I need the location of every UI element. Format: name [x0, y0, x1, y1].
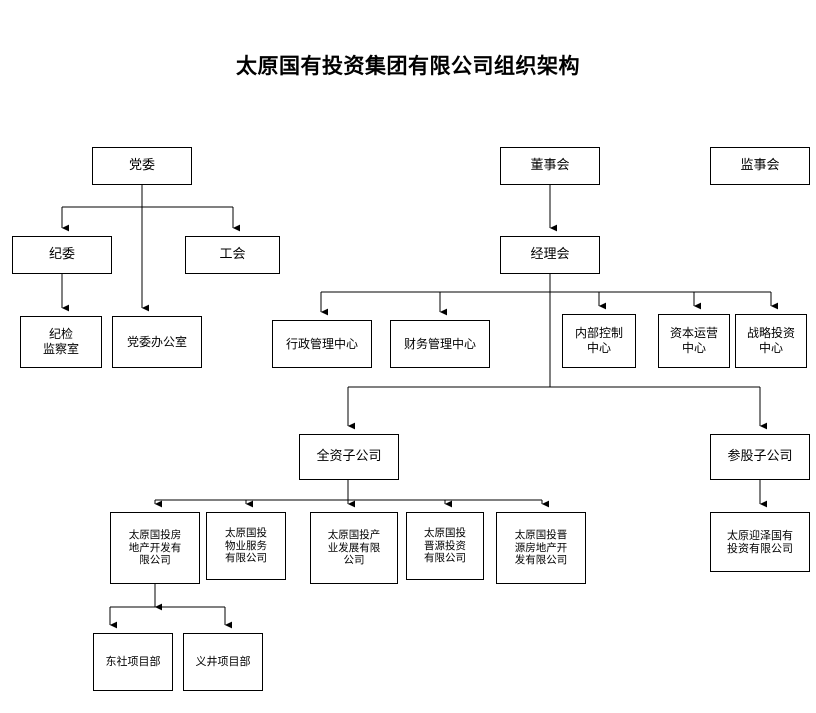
- node-label: 纪委: [48, 247, 75, 263]
- node-dangwei[interactable]: 党委: [92, 147, 192, 185]
- node-label: 财务管理中心: [403, 336, 476, 351]
- node-label: 全资子公司: [316, 449, 382, 465]
- node-label: 东社项目部: [105, 655, 161, 669]
- node-label: 党委: [128, 158, 155, 174]
- node-label: 党委办公室: [126, 334, 187, 349]
- node-label: 太原迎泽国有 投资有限公司: [727, 528, 793, 555]
- node-label: 太原国投房 地产开发有 限公司: [128, 528, 182, 567]
- node-quanzi-zigongsi[interactable]: 全资子公司: [299, 434, 399, 480]
- node-jianshihui[interactable]: 监事会: [710, 147, 810, 185]
- node-label: 行政管理中心: [285, 336, 358, 351]
- page-title: 太原国有投资集团有限公司组织架构: [236, 53, 580, 78]
- node-jiwei[interactable]: 纪委: [12, 236, 112, 274]
- node-label: 纪检 监察室: [42, 327, 79, 356]
- node-dangwei-bangongshi[interactable]: 党委办公室: [112, 316, 202, 368]
- node-label: 内部控制 中心: [574, 326, 623, 355]
- node-jinglihui[interactable]: 经理会: [500, 236, 600, 274]
- node-label: 义井项目部: [195, 655, 251, 669]
- node-label: 监事会: [740, 158, 780, 174]
- node-dongshe-xiangmubu[interactable]: 东社项目部: [93, 633, 173, 691]
- node-yijing-xiangmubu[interactable]: 义井项目部: [183, 633, 263, 691]
- node-taiyuan-guotou-wuye[interactable]: 太原国投 物业服务 有限公司: [206, 512, 286, 580]
- node-taiyuan-guotou-jinyuan-fangdichan[interactable]: 太原国投晋 源房地产开 发有限公司: [496, 512, 586, 584]
- node-taiyuan-guotou-fangdichan[interactable]: 太原国投房 地产开发有 限公司: [110, 512, 200, 584]
- node-taiyuan-guotou-chanye[interactable]: 太原国投产 业发展有限 公司: [310, 512, 398, 584]
- node-cangu-zigongsi[interactable]: 参股子公司: [710, 434, 810, 480]
- node-label: 太原国投 晋源投资 有限公司: [424, 526, 466, 565]
- node-gonghui[interactable]: 工会: [185, 236, 280, 274]
- node-label: 太原国投晋 源房地产开 发有限公司: [514, 528, 568, 567]
- node-label: 参股子公司: [727, 449, 793, 465]
- node-xingzheng-guanli-zhongxin[interactable]: 行政管理中心: [272, 320, 372, 368]
- node-label: 董事会: [530, 158, 570, 174]
- node-taiyuan-guotou-jinyuan-touzi[interactable]: 太原国投 晋源投资 有限公司: [406, 512, 484, 580]
- node-taiyuan-yingze-guoyou-touzi[interactable]: 太原迎泽国有 投资有限公司: [710, 512, 810, 572]
- node-caiwu-guanli-zhongxin[interactable]: 财务管理中心: [390, 320, 490, 368]
- node-jijian-jianchashi[interactable]: 纪检 监察室: [20, 316, 102, 368]
- node-label: 工会: [219, 247, 246, 263]
- node-label: 战略投资 中心: [746, 326, 795, 355]
- node-label: 资本运营 中心: [669, 326, 718, 355]
- node-label: 太原国投 物业服务 有限公司: [225, 526, 267, 565]
- node-label: 经理会: [530, 247, 570, 263]
- node-dongshihui[interactable]: 董事会: [500, 147, 600, 185]
- node-label: 太原国投产 业发展有限 公司: [327, 528, 381, 567]
- node-zhanlue-touzi-zhongxin[interactable]: 战略投资 中心: [735, 314, 807, 368]
- node-neibu-kongzhi-zhongxin[interactable]: 内部控制 中心: [562, 314, 636, 368]
- node-ziben-yunying-zhongxin[interactable]: 资本运营 中心: [658, 314, 730, 368]
